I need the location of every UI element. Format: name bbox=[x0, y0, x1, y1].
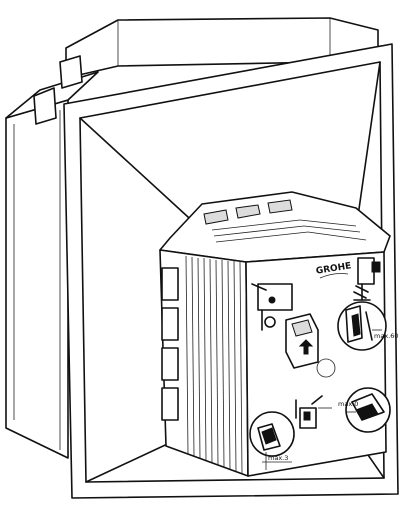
side-rib-pattern bbox=[185, 255, 243, 474]
screw-actuator-left bbox=[251, 283, 293, 331]
solenoid-unit bbox=[285, 313, 319, 369]
dimension-label-max-3: max.3 bbox=[268, 454, 288, 462]
fitting-component bbox=[295, 395, 332, 429]
detail-circle-lower-left bbox=[249, 411, 295, 470]
valve-assembly-top-right bbox=[353, 257, 381, 301]
dimension-label-max-60: max.60 bbox=[374, 332, 399, 340]
dimension-label-max-0: max.0 bbox=[338, 400, 358, 408]
detail-circle-upper bbox=[337, 301, 387, 351]
cable-stub bbox=[353, 285, 369, 299]
detail-circle-lower-right bbox=[345, 387, 391, 433]
drain-opening bbox=[316, 358, 336, 378]
top-rib-pattern bbox=[211, 219, 367, 243]
